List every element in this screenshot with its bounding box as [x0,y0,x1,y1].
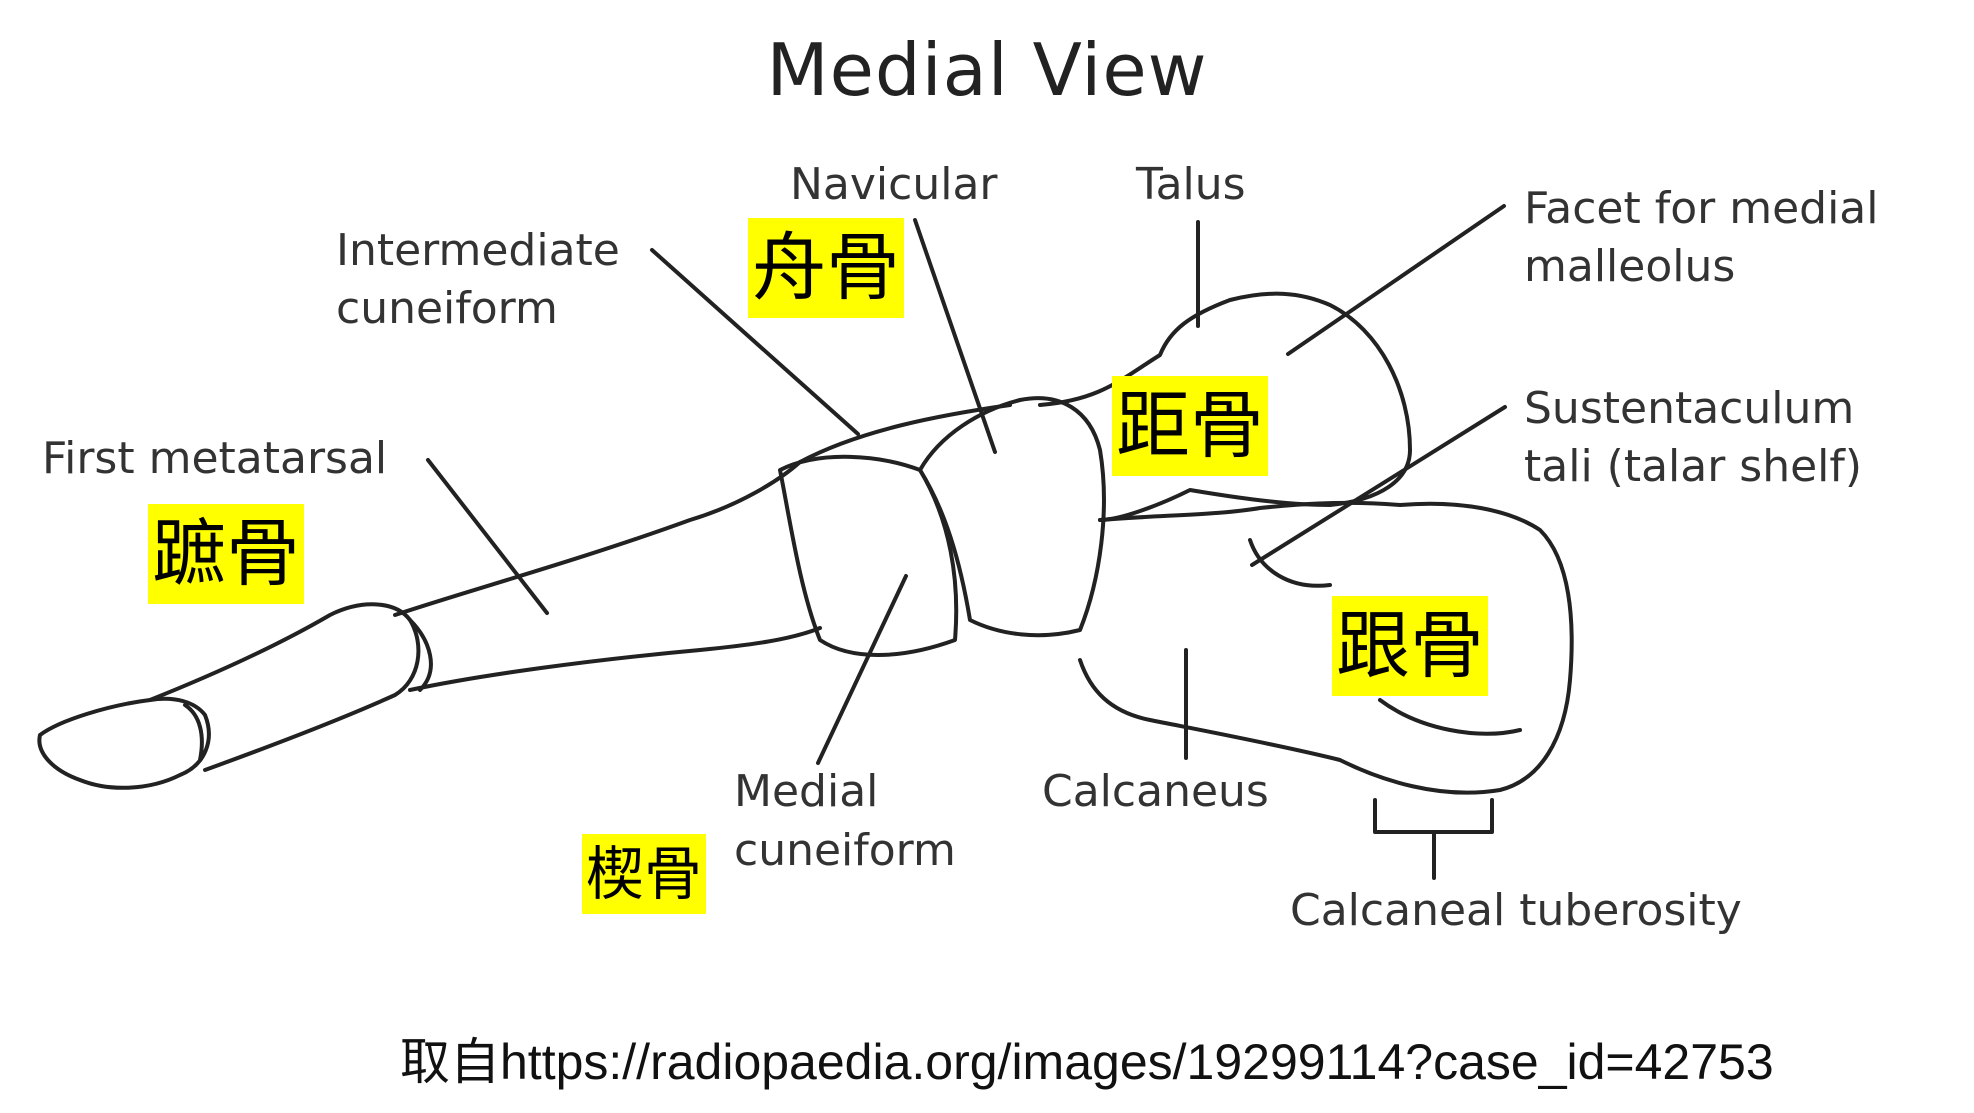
label-medial-cuneiform-line1: Medial [734,766,879,817]
chinese-label-navicular: 舟骨 [748,218,904,318]
chinese-label-talus: 距骨 [1112,376,1268,476]
leader-intermediate [650,248,860,436]
label-facet-line2: malleolus [1524,241,1736,292]
proximal-phalanx [148,602,421,772]
first-metatarsal-bone [393,460,822,692]
distal-phalanx [37,696,211,790]
navicular-bone [918,396,1106,638]
label-first-metatarsal: First metatarsal [42,433,388,484]
chinese-label-cuneiform: 楔骨 [582,834,707,914]
label-intermediate-line1: Intermediate [336,225,620,276]
leader-sustentaculum [1250,405,1507,567]
medial-cuneiform-bone [778,454,959,657]
leader-metatarsal [426,458,549,615]
chinese-label-metatarsal: 蹠骨 [148,504,304,604]
chinese-label-calcaneus: 跟骨 [1332,596,1488,696]
label-calcaneal-tuberosity: Calcaneal tuberosity [1290,885,1742,936]
tuberosity-bracket [1373,798,1494,880]
label-navicular: Navicular [790,159,998,210]
diagram-title: Medial View [766,28,1208,112]
label-facet-line1: Facet for medial [1524,183,1879,234]
calcaneus-bone [1078,500,1574,795]
label-sustentaculum-line1: Sustentaculum [1524,383,1855,434]
leader-navicular [913,218,997,454]
leader-facet [1286,204,1506,356]
label-calcaneus: Calcaneus [1042,766,1269,817]
label-intermediate-line2: cuneiform [336,283,558,334]
talus-bone [1038,291,1412,522]
label-medial-cuneiform-line2: cuneiform [734,825,956,876]
source-citation: 取自https://radiopaedia.org/images/1929911… [400,1034,1774,1090]
label-talus: Talus [1136,159,1246,210]
leader-medial-cuneiform [816,574,908,765]
label-sustentaculum-line2: tali (talar shelf) [1524,441,1863,492]
